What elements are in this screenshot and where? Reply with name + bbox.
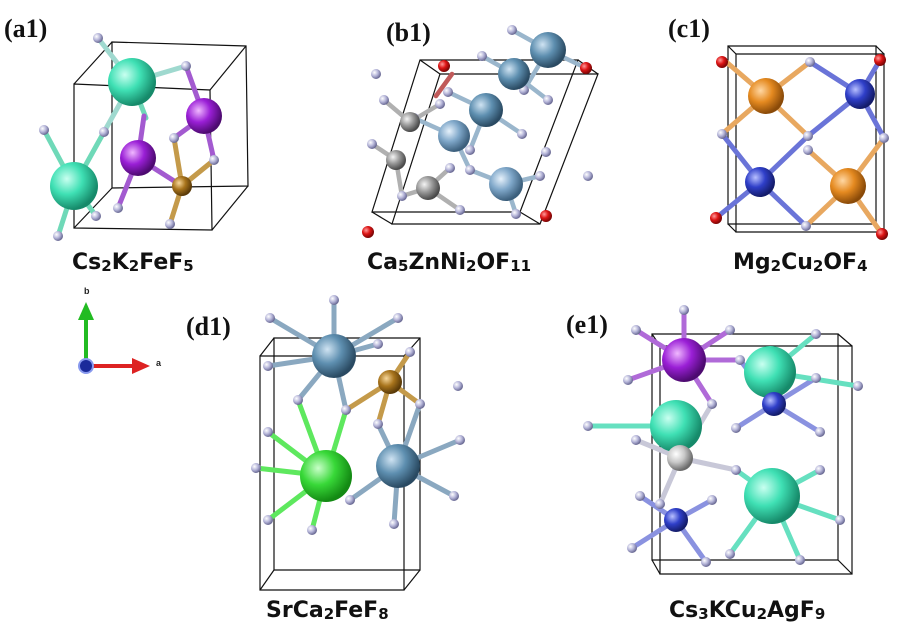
a-axis-arrowhead — [132, 358, 150, 374]
formula-subscript: 2 — [128, 257, 140, 275]
panel-label-e1: (e1) — [566, 310, 608, 339]
atoms-c1 — [710, 54, 889, 240]
formula-text: Cs — [669, 598, 699, 623]
formula-text: Cs — [72, 250, 102, 275]
formula-subscript: 5 — [183, 257, 194, 275]
atoms-e1 — [583, 305, 863, 567]
formula-text: AgF — [767, 598, 815, 623]
bonds-d1 — [253, 297, 463, 533]
atoms-a1 — [39, 33, 222, 241]
formula-subscript: 5 — [398, 257, 409, 275]
formula-text: ZnNi — [408, 250, 467, 275]
formula-b1: Ca5ZnNi2OF11 — [367, 250, 531, 275]
panel-label-d1: (d1) — [186, 312, 231, 341]
panel-label-b1: (b1) — [386, 18, 431, 47]
formula-text: OF — [476, 250, 511, 275]
formula-text: OF — [823, 250, 858, 275]
atoms-d1 — [251, 295, 465, 535]
structure-d1 — [251, 295, 465, 591]
unit-cell-b1 — [371, 59, 599, 225]
formula-subscript: 2 — [101, 257, 112, 275]
formula-text: Ca — [367, 250, 398, 275]
formula-d1: SrCa2FeF8 — [266, 598, 389, 623]
formula-subscript: 2 — [812, 257, 824, 275]
formula-subscript: 11 — [510, 257, 532, 275]
b-axis-arrowhead — [78, 302, 94, 320]
formula-text: Mg — [733, 250, 771, 275]
b-axis-label: b — [84, 286, 90, 296]
formula-a1: Cs2K2FeF5 — [72, 250, 194, 275]
atoms-b1 — [362, 25, 593, 238]
structure-c1 — [710, 45, 889, 240]
formula-text: SrCa — [266, 598, 324, 623]
a-axis-label: a — [156, 358, 162, 368]
formula-text: K — [111, 250, 129, 275]
formula-subscript: 4 — [857, 257, 868, 275]
axes-indicator — [78, 302, 150, 374]
formula-subscript: 3 — [698, 605, 709, 623]
formula-subscript: 2 — [756, 605, 767, 623]
structure-e1 — [583, 305, 863, 575]
formula-subscript: 9 — [814, 605, 826, 623]
structure-a1 — [39, 33, 249, 241]
formula-text: Cu — [781, 250, 813, 275]
formula-text: KCu — [708, 598, 757, 623]
formula-e1: Cs3KCu2AgF9 — [669, 598, 825, 623]
panel-label-c1: (c1) — [668, 14, 710, 43]
formula-subscript: 2 — [323, 605, 335, 623]
formula-subscript: 8 — [378, 605, 389, 623]
c-axis-dot — [78, 358, 94, 374]
formula-subscript: 2 — [466, 257, 477, 275]
panel-label-a1: (a1) — [4, 14, 48, 43]
structure-b1 — [362, 25, 599, 238]
formula-subscript: 2 — [770, 257, 782, 275]
formula-text: FeF — [334, 598, 379, 623]
formula-c1: Mg2Cu2OF4 — [733, 250, 868, 275]
formula-text: FeF — [139, 250, 184, 275]
